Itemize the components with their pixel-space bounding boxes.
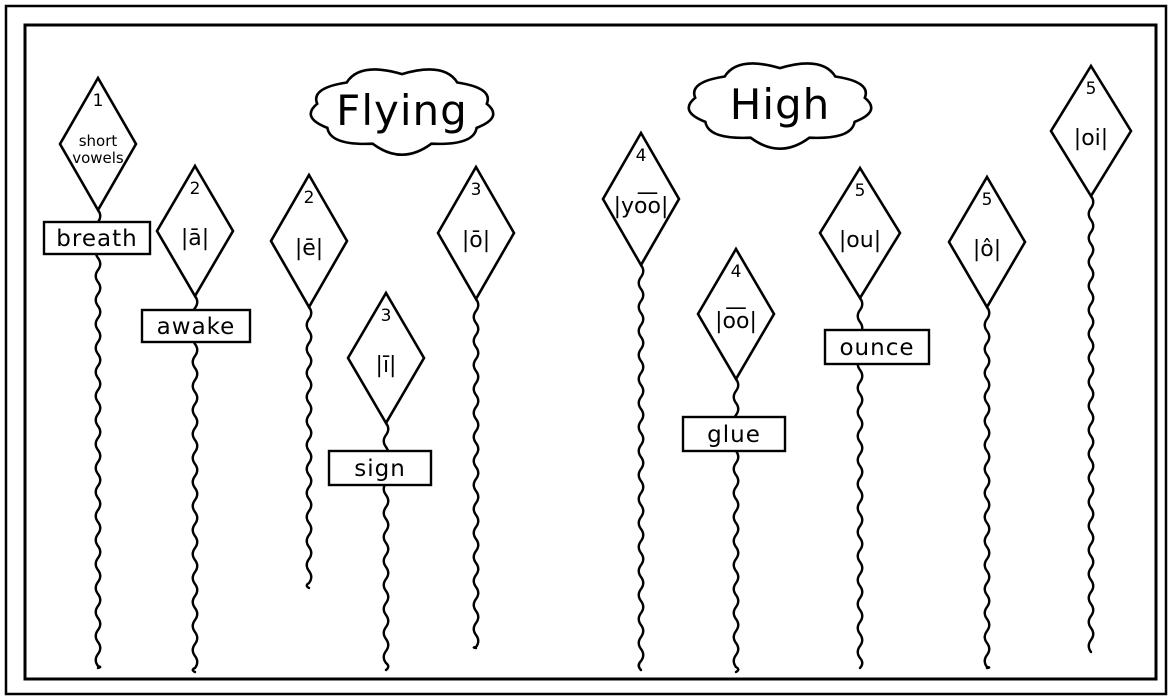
inner-frame <box>23 23 1158 681</box>
cloud-shape <box>687 62 873 150</box>
kite-k2a: 2 |ā| <box>155 163 235 299</box>
kite-number: 5 <box>855 181 866 201</box>
cloud-title-flying: Flying <box>336 86 468 135</box>
kite-k4oo: 4 |o͞o| <box>696 246 776 382</box>
kite-diamond <box>58 75 138 213</box>
kite-string-k2e <box>305 305 313 590</box>
kite-caption-line: short <box>79 132 118 150</box>
kite-vowel-symbol: |ī| <box>376 353 397 378</box>
kite-string-k5oi <box>1087 194 1095 654</box>
title-clouds: Flying High <box>309 62 873 156</box>
cloud-high: High <box>687 62 873 150</box>
kite-number: 1 <box>93 91 104 111</box>
word-tag-k3i: sign <box>327 449 433 487</box>
kite-number: 3 <box>471 180 482 200</box>
kite-string-k4yoo <box>637 263 645 672</box>
kite-vowel-symbol: |oi| <box>1074 126 1108 151</box>
word-tag-text: awake <box>157 314 236 340</box>
kite-vowel-symbol: |yo͞o| <box>614 193 669 219</box>
word-tag-text: breath <box>56 226 137 252</box>
kite-number: 4 <box>731 262 742 282</box>
kite-k2e: 2 |ē| <box>269 172 349 310</box>
word-tag-box <box>140 308 252 344</box>
word-tag-text: glue <box>707 422 761 448</box>
word-tag-text: sign <box>354 456 406 482</box>
kite-number: 5 <box>982 190 993 210</box>
kite-string-k1 <box>94 208 102 670</box>
cloud-flying: Flying <box>309 68 495 156</box>
word-tag-k2a: awake <box>140 308 252 344</box>
kite-diamond <box>601 130 681 268</box>
word-tag-box <box>681 415 787 453</box>
kite-diamond <box>818 165 902 301</box>
word-tag-k5ou: ounce <box>823 328 931 366</box>
kite-diamond <box>269 172 349 310</box>
outer-frame <box>4 4 1168 696</box>
kite-k4yoo: 4 |yo͞o| <box>601 130 681 268</box>
word-tag-box <box>327 449 433 487</box>
kite-number: 5 <box>1086 79 1097 99</box>
kite-diamond <box>346 290 426 426</box>
kite-k3o: 3 |ō| <box>436 164 516 302</box>
kite-caption-line: vowels <box>72 149 124 167</box>
kite-number: 2 <box>304 188 315 208</box>
kite-vowel-symbol: |ō| <box>462 228 490 253</box>
kite-k5oi: 5 |oi| <box>1049 63 1133 199</box>
word-tag-k1: breath <box>42 220 152 256</box>
kite-number: 3 <box>381 306 392 326</box>
kite-diamond <box>696 246 776 382</box>
kite-string-k3o <box>472 297 480 650</box>
kite-vowel-symbol: |ou| <box>839 228 881 253</box>
word-tag-k4oo: glue <box>681 415 787 453</box>
word-tag-text: ounce <box>839 335 914 361</box>
kite-number: 4 <box>636 146 647 166</box>
kite-k3i: 3 |ī| <box>346 290 426 426</box>
kite-diamond <box>1049 63 1133 199</box>
kite-string-k5aw <box>983 305 991 670</box>
kite-number: 2 <box>190 179 201 199</box>
kite-vowel-symbol: |ā| <box>181 226 209 251</box>
kite-diamond <box>436 164 516 302</box>
cloud-title-high: High <box>730 80 831 129</box>
kite-vowel-symbol: |ô| <box>973 237 1001 262</box>
kite-diamond <box>947 174 1027 310</box>
kite-vowel-symbol: |ē| <box>295 236 323 261</box>
kite-diamond <box>155 163 235 299</box>
kite-k5ou: 5 |ou| <box>818 165 902 301</box>
cloud-shape <box>309 68 495 156</box>
word-tag-box <box>42 220 152 256</box>
kite-k5aw: 5 |ô| <box>947 174 1027 310</box>
kite-vowel-symbol: |o͞o| <box>715 308 757 334</box>
kite-string-k2a <box>191 294 199 674</box>
word-tags: breath awake sign glue ounce <box>42 220 931 487</box>
word-tag-box <box>823 328 931 366</box>
kite-strings <box>94 194 1095 674</box>
